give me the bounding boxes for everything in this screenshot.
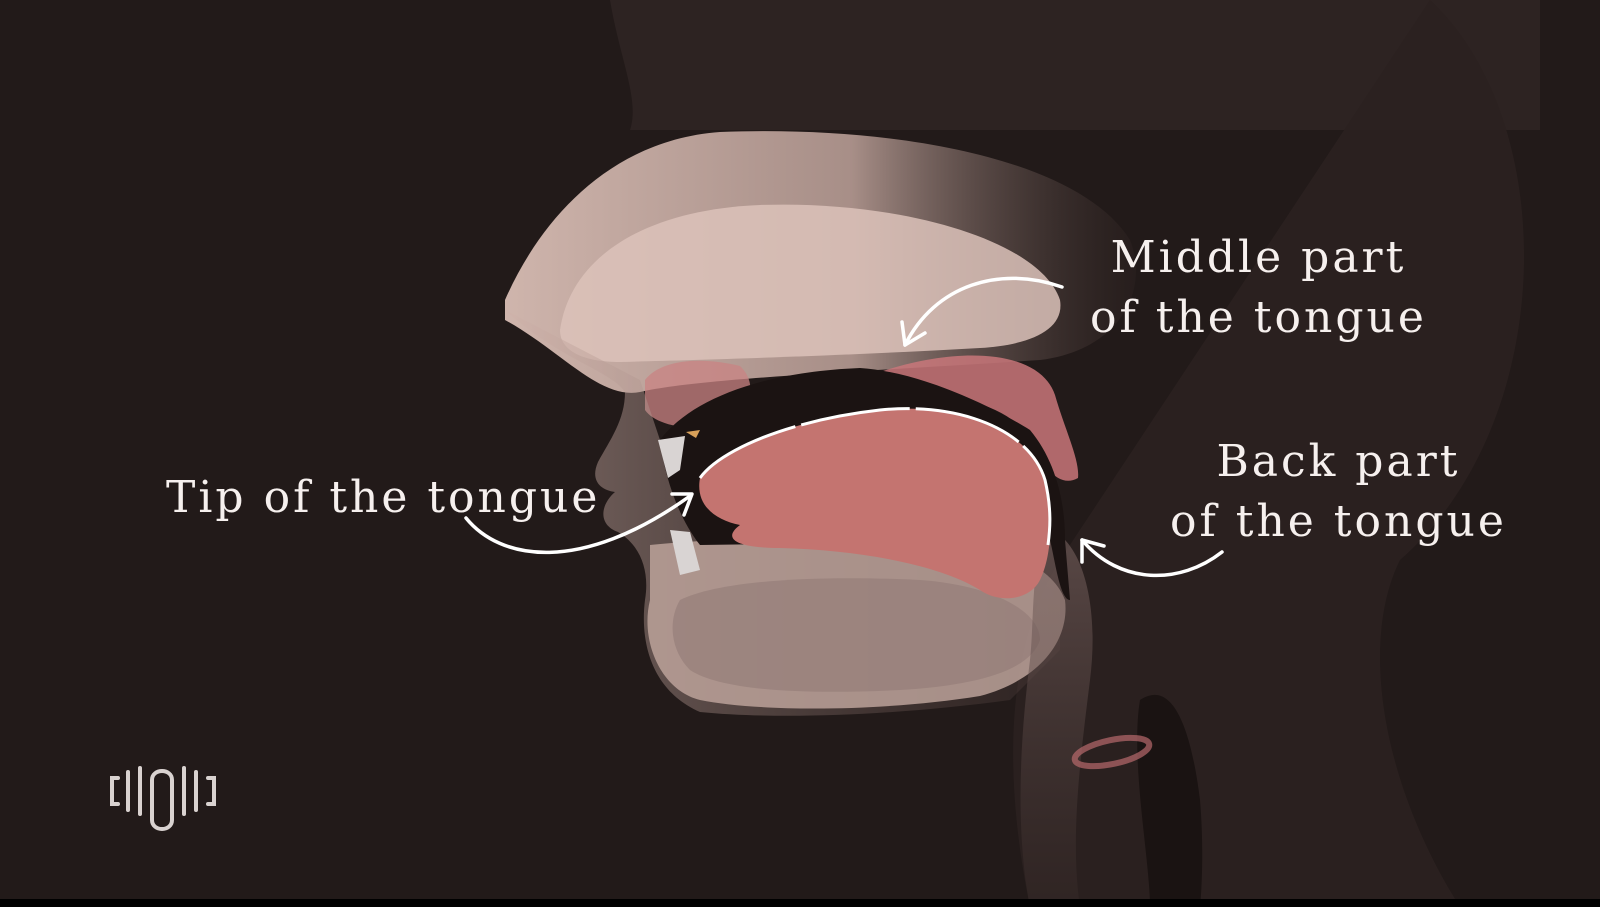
label-tip-of-tongue: Tip of the tongue <box>166 468 600 528</box>
label-back-part: Back part of the tongue <box>1170 432 1507 552</box>
arrow-tip-head <box>670 492 694 517</box>
neck-silhouette <box>1013 0 1525 907</box>
label-middle-part: Middle part of the tongue <box>1090 228 1427 348</box>
label-back-line1: Back part <box>1216 436 1461 487</box>
vocal-folds <box>1071 734 1153 770</box>
arrow-back <box>1080 538 1224 578</box>
sound-wave-logo-icon <box>110 766 216 831</box>
arrow-back-head <box>1080 538 1106 564</box>
label-middle-line1: Middle part <box>1110 232 1407 283</box>
lower-teeth <box>670 530 700 575</box>
arrow-middle-head <box>900 320 927 347</box>
upper-tooth-highlight <box>686 430 700 438</box>
upper-teeth <box>658 436 685 478</box>
bottom-bar <box>0 899 1600 907</box>
label-middle-line2: of the tongue <box>1090 292 1427 343</box>
throat <box>1020 530 1093 907</box>
label-back-line2: of the tongue <box>1170 496 1507 547</box>
tongue-outline-dashes <box>698 407 1052 546</box>
nasal-cavity <box>560 204 1061 362</box>
arrow-tip <box>464 494 692 555</box>
head-silhouette <box>610 0 1540 130</box>
arrow-middle <box>903 276 1064 347</box>
jaw-inner <box>672 578 1040 692</box>
tongue <box>699 408 1051 599</box>
airway <box>1137 694 1203 907</box>
label-tip-text: Tip of the tongue <box>166 472 601 523</box>
